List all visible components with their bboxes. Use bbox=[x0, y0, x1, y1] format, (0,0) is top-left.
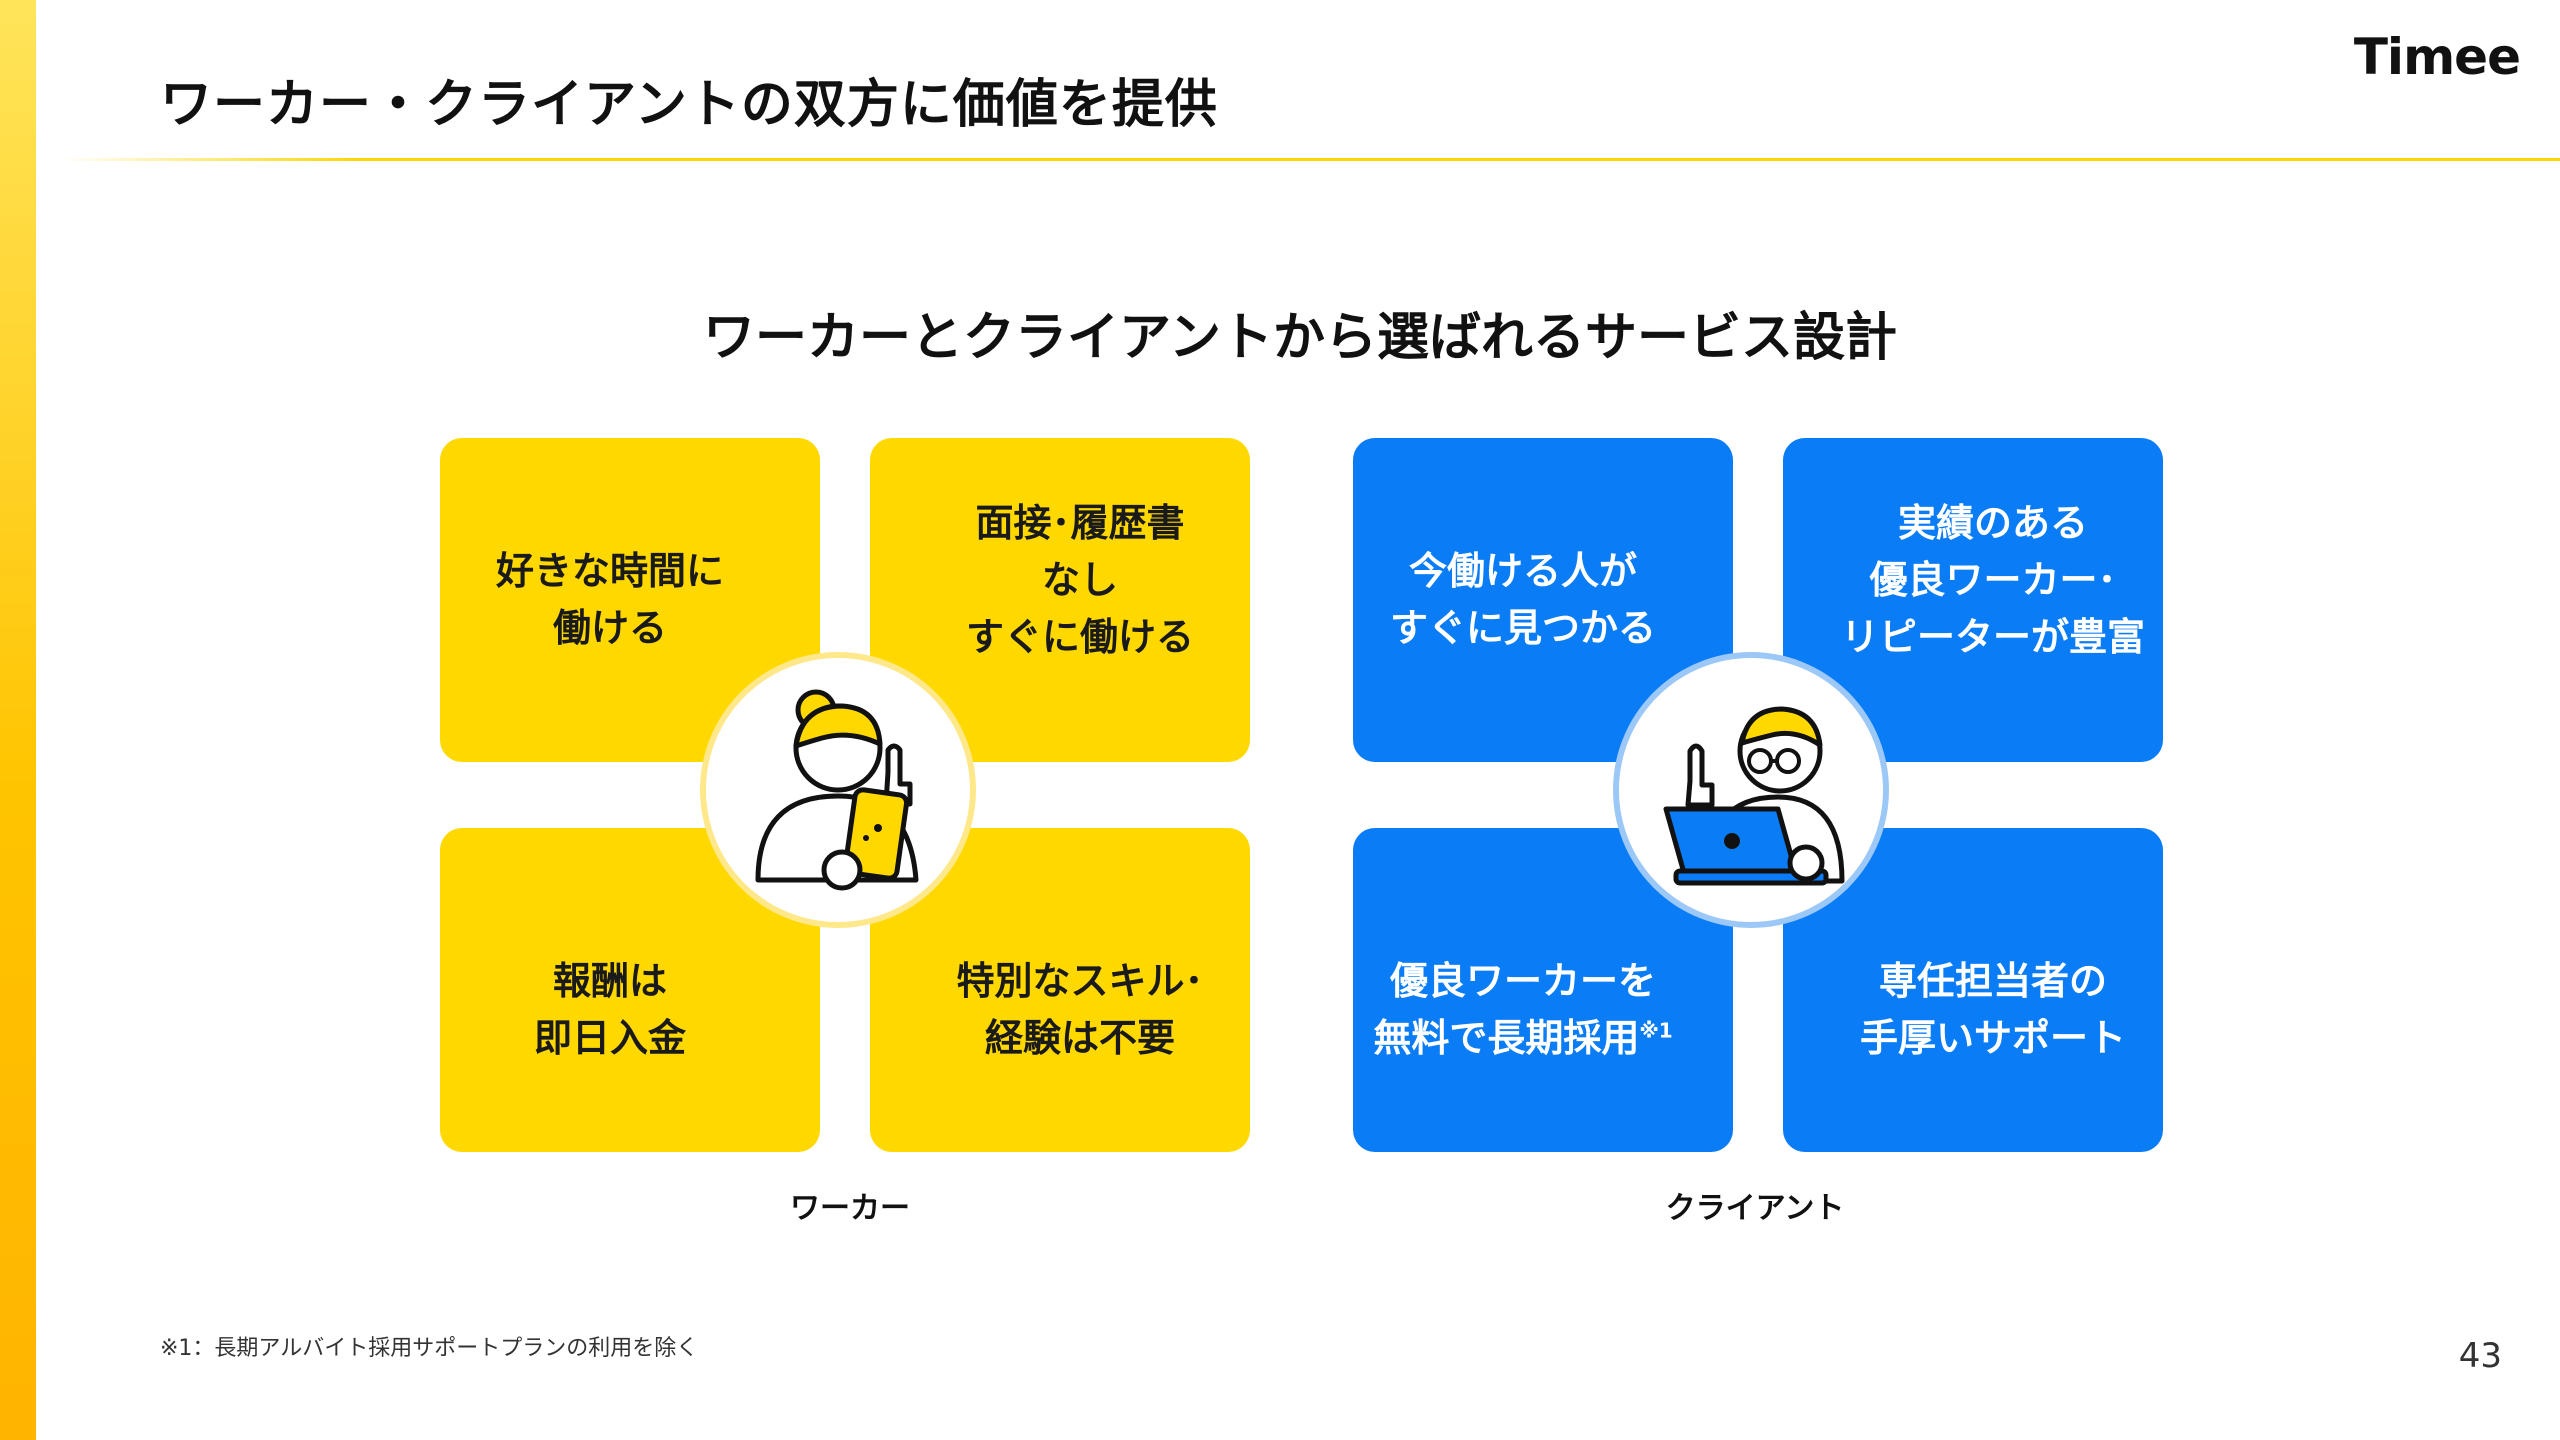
worker-group-label: ワーカー bbox=[790, 1191, 910, 1226]
worker-tile-flexible-hours: 好きな時間に 働ける bbox=[440, 438, 820, 762]
worker-illustration-badge bbox=[700, 652, 976, 928]
client-illustration-badge bbox=[1613, 652, 1889, 928]
tile-text: 特別なスキル･ 経験は不要 bbox=[956, 959, 1204, 1060]
footnote-mark: ※1 bbox=[1639, 1018, 1673, 1043]
tile-text: 優良ワーカーを 無料で長期採用※1 bbox=[1373, 959, 1673, 1060]
tile-text: 報酬は 即日入金 bbox=[533, 959, 686, 1060]
page-number: 43 bbox=[2458, 1336, 2502, 1376]
client-tile-quality-workers: 実績のある 優良ワーカー･ リピーターが豊富 bbox=[1783, 438, 2163, 762]
tile-text: 今働ける人が すぐに見つかる bbox=[1389, 549, 1656, 650]
tile-text: 実績のある 優良ワーカー･ リピーターが豊富 bbox=[1840, 500, 2145, 659]
person-with-laptop-icon bbox=[1663, 706, 1845, 886]
tile-text: 面接･履歴書 なし すぐに働ける bbox=[965, 500, 1194, 659]
client-value-group: 今働ける人が すぐに見つかる 実績のある 優良ワーカー･ リピーターが豊富 優良… bbox=[1353, 438, 2163, 1152]
title-divider bbox=[60, 158, 2560, 161]
tile-text: 好きな時間に 働ける bbox=[495, 549, 724, 650]
brand-logo: Timee bbox=[2353, 28, 2521, 86]
worker-value-group: 好きな時間に 働ける 面接･履歴書 なし すぐに働ける 報酬は 即日入金 特別な… bbox=[440, 438, 1250, 1152]
person-with-phone-icon bbox=[755, 689, 919, 891]
client-group-label: クライアント bbox=[1665, 1191, 1845, 1226]
left-accent-bar bbox=[0, 0, 36, 1440]
footnote: ※1：長期アルバイト採用サポートプランの利用を除く bbox=[160, 1336, 699, 1361]
section-heading: ワーカーとクライアントから選ばれるサービス設計 bbox=[703, 308, 1897, 368]
tile-text: 専任担当者の 手厚いサポート bbox=[1859, 959, 2126, 1060]
slide-title: ワーカー・クライアントの双方に価値を提供 bbox=[160, 75, 1218, 135]
